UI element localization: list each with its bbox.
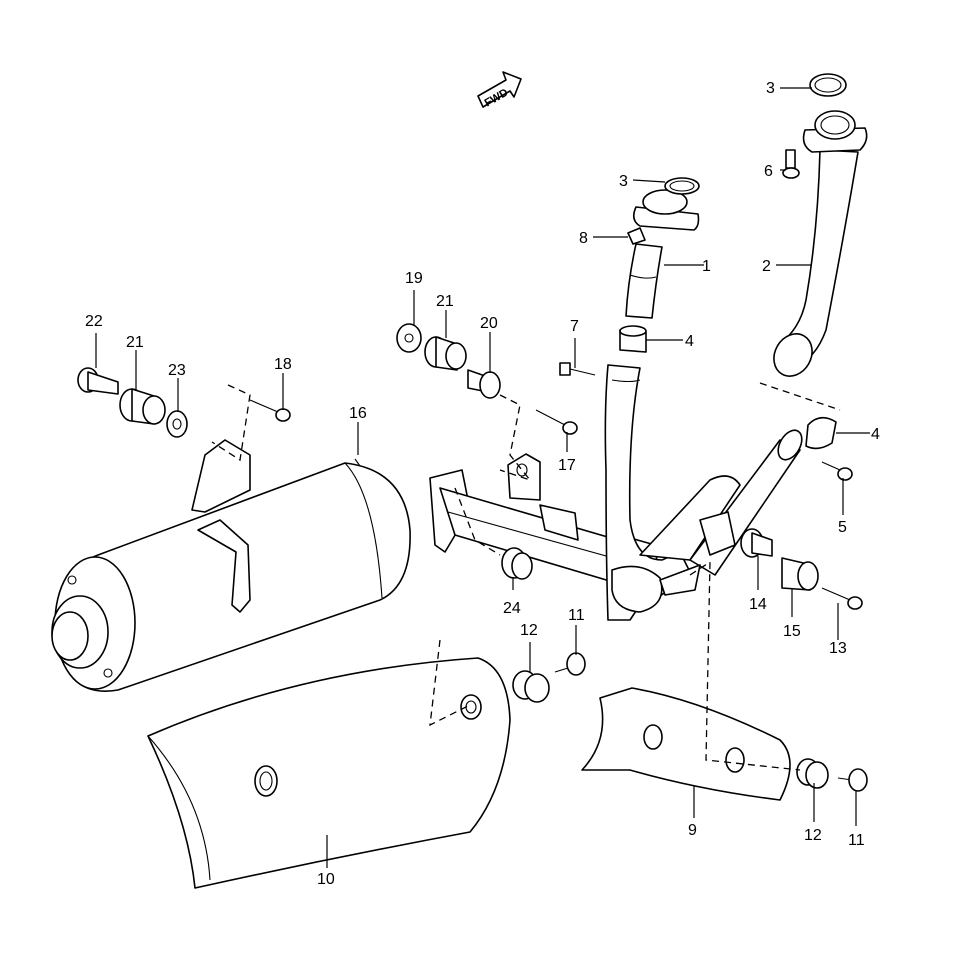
callout-21: 21 [126, 334, 144, 351]
callout-13: 13 [829, 640, 847, 657]
heat-shield-small [581, 687, 791, 801]
bolt-18 [249, 399, 291, 422]
callout-19: 19 [405, 270, 423, 287]
dashed-guides [211, 382, 841, 771]
bolt-7 [559, 362, 596, 376]
bushing-15 [781, 557, 819, 591]
washer-19 [396, 323, 422, 353]
bolt-13 [821, 587, 863, 610]
gasket-3-lower [664, 177, 700, 195]
muffler [51, 439, 471, 692]
callout-3: 3 [619, 173, 628, 190]
fwd-label: FWD [483, 87, 511, 110]
callout-11: 11 [568, 607, 585, 624]
collar-20 [467, 369, 501, 399]
callout-3: 3 [766, 80, 775, 97]
exhaust-pipe-rear [773, 110, 868, 377]
callout-8: 8 [579, 230, 588, 247]
callout-6: 6 [764, 163, 773, 180]
callout-22: 22 [85, 313, 103, 330]
callout-4: 4 [871, 426, 880, 443]
bolt-11-lower [837, 768, 868, 792]
callout-2: 2 [762, 258, 771, 275]
callout-numbers: 3 3 1 2 6 8 4 4 7 5 14 15 13 12 11 12 11… [85, 80, 880, 888]
heat-shield-large [147, 657, 511, 889]
callout-12: 12 [520, 622, 538, 639]
callout-1: 1 [702, 258, 711, 275]
callout-18: 18 [274, 356, 292, 373]
bushing-24 [501, 547, 533, 580]
bolt-11-upper [554, 652, 586, 676]
callout-12: 12 [804, 827, 822, 844]
joint-4-front [619, 325, 647, 353]
bushing-12-lower [796, 758, 829, 789]
callout-7: 7 [570, 318, 579, 335]
gasket-3-upper [809, 73, 847, 97]
callout-4: 4 [685, 333, 694, 350]
callout-17: 17 [558, 457, 576, 474]
callout-21: 21 [436, 293, 454, 310]
fwd-arrow-icon: FWD [477, 71, 522, 110]
callout-11: 11 [848, 832, 865, 849]
callout-14: 14 [749, 596, 767, 613]
callout-5: 5 [838, 519, 847, 536]
callout-10: 10 [317, 871, 335, 888]
bushing-12-upper [512, 670, 550, 703]
bolt-8 [627, 227, 646, 245]
callout-9: 9 [688, 822, 697, 839]
bolt-5 [821, 461, 853, 481]
bolt-17 [535, 409, 578, 435]
leader-lines [95, 87, 870, 868]
collar-14 [740, 528, 773, 558]
callout-20: 20 [480, 315, 498, 332]
cross-pipe [639, 429, 803, 596]
joint-4-rear [805, 416, 837, 450]
bushing-21-right [424, 336, 467, 371]
callout-16: 16 [349, 405, 367, 422]
bracket-17 [507, 453, 541, 501]
washer-23 [166, 410, 188, 438]
callout-24: 24 [503, 600, 521, 617]
exhaust-pipe-front [604, 189, 700, 621]
bolt-6 [782, 149, 800, 179]
bushing-21-left [119, 388, 166, 425]
collar-22 [77, 367, 119, 395]
callout-15: 15 [783, 623, 801, 640]
callout-23: 23 [168, 362, 186, 379]
